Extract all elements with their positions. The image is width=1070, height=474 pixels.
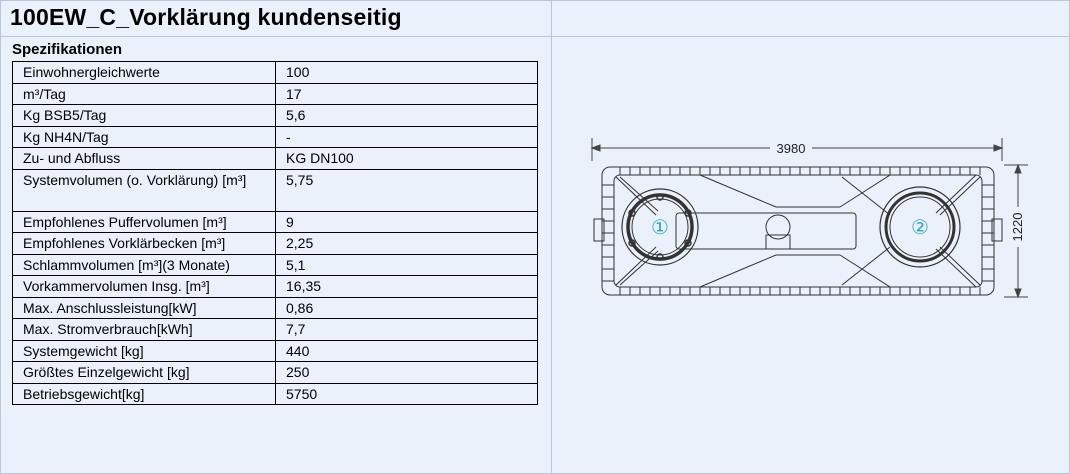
width-label: 3980 — [777, 141, 806, 156]
spec-label: Kg BSB5/Tag — [12, 104, 276, 127]
spec-value: 100 — [275, 61, 538, 84]
spec-label: Max. Stromverbrauch[kWh] — [12, 318, 276, 341]
spec-value: 5750 — [275, 382, 538, 405]
spec-row: Betriebsgewicht[kg]5750 — [12, 382, 538, 405]
spec-label: Größtes Einzelgewicht [kg] — [12, 361, 276, 384]
section-title: Spezifikationen — [12, 41, 123, 58]
spec-value: 7,7 — [275, 318, 538, 341]
chamber-1 — [621, 188, 699, 266]
spec-row: Kg NH4N/Tag- — [12, 125, 538, 148]
spec-row: Empfohlenes Vorklärbecken [m³]2,25 — [12, 232, 538, 255]
chamber-2 — [879, 186, 961, 268]
spec-label: Systemgewicht [kg] — [12, 339, 276, 362]
spec-label: Max. Anschlussleistung[kW] — [12, 296, 276, 319]
spec-label: Einwohnergleichwerte — [12, 61, 276, 84]
chamber-2-label: ② — [911, 215, 929, 239]
spec-value: 0,86 — [275, 296, 538, 319]
spec-label: Schlammvolumen [m³](3 Monate) — [12, 253, 276, 276]
spec-value: 5,1 — [275, 253, 538, 276]
width-dimension — [590, 138, 1004, 161]
title-divider — [0, 36, 1070, 37]
spec-value: 5,75 — [275, 168, 538, 212]
height-dimension — [1004, 163, 1028, 299]
spec-value: 440 — [275, 339, 538, 362]
spec-row: Empfohlenes Puffervolumen [m³]9 — [12, 210, 538, 233]
spec-value: 16,35 — [275, 275, 538, 298]
spec-value: - — [275, 125, 538, 148]
spec-value: 5,6 — [275, 104, 538, 127]
spec-label: m³/Tag — [12, 82, 276, 105]
spec-value: 250 — [275, 361, 538, 384]
spec-label: Systemvolumen (o. Vorklärung) [m³] — [12, 168, 276, 212]
spec-label: Empfohlenes Puffervolumen [m³] — [12, 210, 276, 233]
spec-value: 2,25 — [275, 232, 538, 255]
spec-row: Schlammvolumen [m³](3 Monate)5,1 — [12, 253, 538, 276]
spec-label: Kg NH4N/Tag — [12, 125, 276, 148]
spec-row: Max. Stromverbrauch[kWh]7,7 — [12, 318, 538, 341]
tank-drawing: 3980 1220 — [590, 138, 1028, 299]
spec-value: KG DN100 — [275, 147, 538, 170]
spec-row: Vorkammervolumen Insg. [m³]16,35 — [12, 275, 538, 298]
spec-label: Vorkammervolumen Insg. [m³] — [12, 275, 276, 298]
column-divider — [551, 0, 552, 474]
tank-body — [593, 166, 1003, 296]
spec-row: Größtes Einzelgewicht [kg]250 — [12, 361, 538, 384]
spec-row: Systemvolumen (o. Vorklärung) [m³]5,75 — [12, 168, 538, 212]
spec-label: Betriebsgewicht[kg] — [12, 382, 276, 405]
page-title: 100EW_C_Vorklärung kundenseitig — [10, 4, 402, 30]
spec-row: Systemgewicht [kg]440 — [12, 339, 538, 362]
spec-label: Zu- und Abfluss — [12, 147, 276, 170]
height-label: 1220 — [1010, 213, 1025, 242]
spec-row: Max. Anschlussleistung[kW]0,86 — [12, 296, 538, 319]
spec-value: 17 — [275, 82, 538, 105]
chamber-1-label: ① — [651, 215, 669, 239]
spec-value: 9 — [275, 210, 538, 233]
spec-label: Empfohlenes Vorklärbecken [m³] — [12, 232, 276, 255]
